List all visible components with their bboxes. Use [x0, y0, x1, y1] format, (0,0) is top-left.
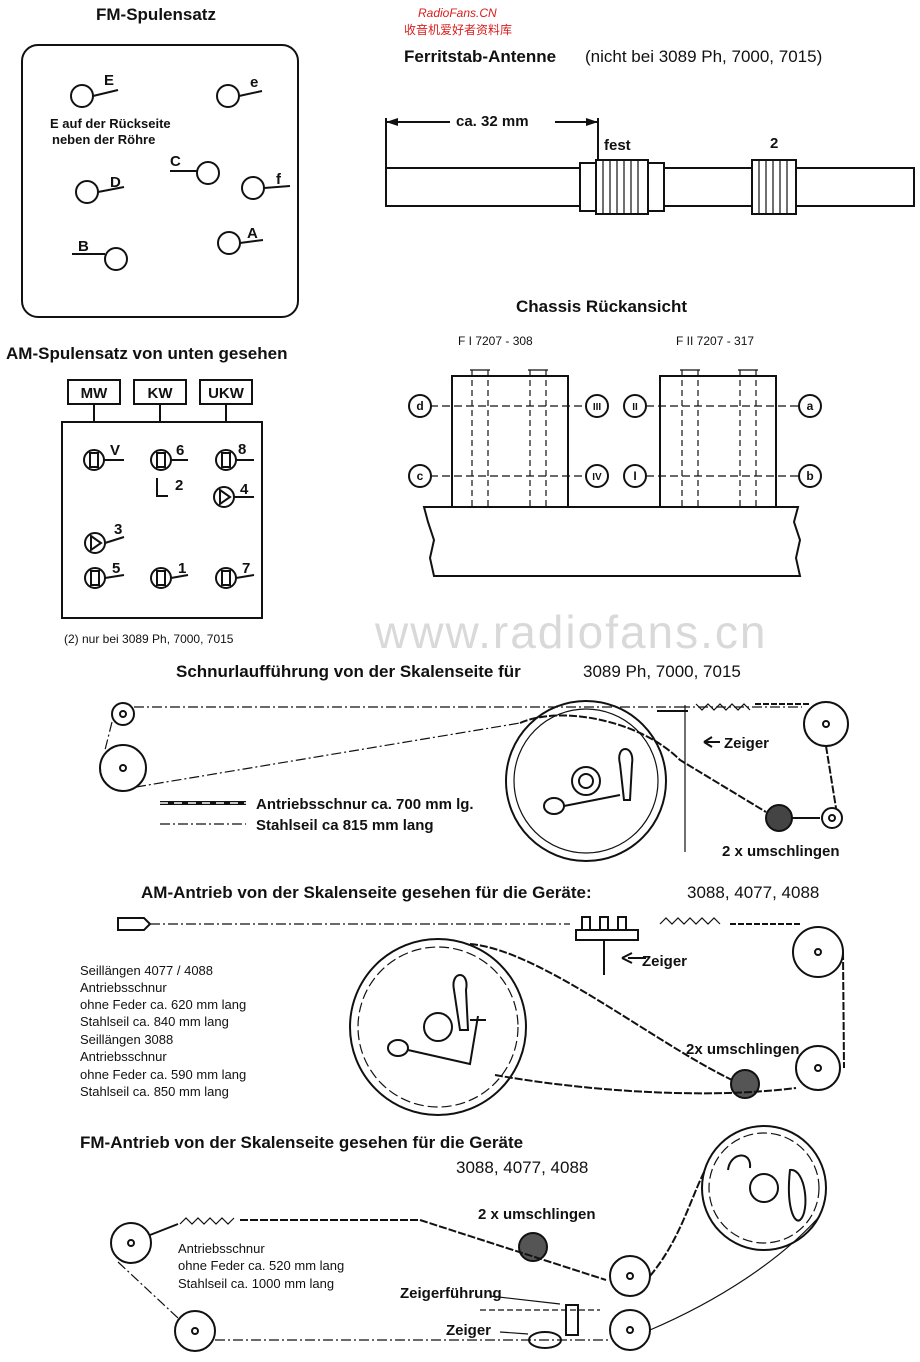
- fm-coilset: FM-Spulensatz E e C D f B A E auf der Rü…: [21, 5, 299, 318]
- cord1-models: 3089 Ph, 7000, 7015: [583, 662, 741, 681]
- watermark-chinese: 收音机爱好者资料库: [404, 22, 512, 37]
- chassis-filter1: F I 7207 - 308: [458, 334, 533, 348]
- fm-coilset-box: [21, 44, 299, 318]
- ferrite-title: Ferritstab-Antenne: [404, 47, 556, 66]
- am-drive-length-6: ohne Feder ca. 590 mm lang: [80, 1067, 246, 1082]
- ferrite-label-2: 2: [770, 135, 778, 152]
- am-num-4: 4: [240, 481, 249, 498]
- ferrite-dimension: ca. 32 mm: [456, 113, 529, 130]
- am-num-3: 3: [114, 521, 122, 538]
- fm-label-B: B: [78, 238, 89, 255]
- fm-label-A: A: [247, 225, 258, 242]
- band-KW: KW: [148, 385, 174, 402]
- fm-drive-length-1: ohne Feder ca. 520 mm lang: [178, 1258, 344, 1273]
- ferrite-label-fixed: fest: [604, 137, 631, 154]
- am-drive-length-2: ohne Feder ca. 620 mm lang: [80, 997, 246, 1012]
- fm-label-e: e: [250, 74, 258, 91]
- chassis-point-III: III: [593, 402, 602, 413]
- fm-drive-title: FM-Antrieb von der Skalenseite gesehen f…: [80, 1133, 523, 1152]
- chassis-point-IV: IV: [592, 472, 602, 483]
- chassis-point-II: II: [632, 402, 638, 413]
- ferrite-antenna: Ferritstab-Antenne (nicht bei 3089 Ph, 7…: [385, 47, 915, 215]
- fm-drive-diagram: FM-Antrieb von der Skalenseite gesehen f…: [80, 1125, 827, 1352]
- am-drive-length-0: Seillängen 4077 / 4088: [80, 963, 213, 978]
- watermark-brand: RadioFans.CN: [418, 6, 497, 20]
- fm-drive-wrap: 2 x umschlingen: [478, 1206, 596, 1223]
- am-coilset-title: AM-Spulensatz von unten gesehen: [6, 344, 287, 363]
- am-num-V: V: [110, 442, 120, 459]
- cord1-wrap: 2 x umschlingen: [722, 843, 840, 860]
- cord1-legend-steel: Stahlseil ca 815 mm lang: [256, 817, 434, 834]
- am-coilset: AM-Spulensatz von unten gesehen MW KW UK…: [6, 344, 287, 646]
- am-num-6: 6: [176, 442, 184, 459]
- chassis-point-I: I: [633, 469, 636, 483]
- fm-drive-pointer: Zeiger: [446, 1322, 491, 1339]
- am-drive-title: AM-Antrieb von der Skalenseite gesehen f…: [141, 883, 592, 902]
- fm-drive-guide: Zeigerführung: [400, 1285, 502, 1302]
- fm-coilset-title: FM-Spulensatz: [96, 5, 216, 24]
- fm-label-E: E: [104, 72, 114, 89]
- fm-label-C: C: [170, 153, 181, 170]
- band-MW: MW: [81, 385, 108, 402]
- am-num-2: 2: [175, 477, 183, 494]
- band-UKW: UKW: [208, 385, 245, 402]
- chassis-point-c: c: [417, 469, 424, 483]
- cord1-pointer: Zeiger: [724, 735, 769, 752]
- am-drive-length-5: Antriebsschnur: [80, 1049, 167, 1064]
- chassis-point-d: d: [416, 399, 423, 413]
- cord1-title: Schnurlaufführung von der Skalenseite fü…: [176, 662, 521, 681]
- am-num-7: 7: [242, 560, 250, 577]
- cord-routing-diagram: Schnurlaufführung von der Skalenseite fü…: [99, 662, 849, 862]
- am-num-8: 8: [238, 441, 246, 458]
- am-drive-length-1: Antriebsschnur: [80, 980, 167, 995]
- am-num-1: 1: [178, 560, 186, 577]
- fm-note-line2: neben der Röhre: [52, 132, 155, 147]
- chassis-rear-view: Chassis Rückansicht F I 7207 - 308 F II …: [408, 297, 822, 577]
- am-drive-length-7: Stahlseil ca. 850 mm lang: [80, 1084, 229, 1099]
- chassis-point-a: a: [807, 399, 814, 413]
- fm-label-f: f: [276, 171, 282, 188]
- am-footnote: (2) nur bei 3089 Ph, 7000, 7015: [64, 632, 234, 646]
- am-drive-pointer: Zeiger: [642, 953, 687, 970]
- fm-label-D: D: [110, 174, 121, 191]
- ferrite-note: (nicht bei 3089 Ph, 7000, 7015): [585, 47, 822, 66]
- am-num-5: 5: [112, 560, 120, 577]
- fm-drive-length-0: Antriebsschnur: [178, 1241, 265, 1256]
- chassis-title: Chassis Rückansicht: [516, 297, 687, 316]
- am-drive-length-4: Seillängen 3088: [80, 1032, 173, 1047]
- chassis-filter2: F II 7207 - 317: [676, 334, 754, 348]
- fm-drive-models: 3088, 4077, 4088: [456, 1158, 588, 1177]
- am-drive-wrap: 2x umschlingen: [686, 1041, 799, 1058]
- fm-note-line1: E auf der Rückseite: [50, 116, 171, 131]
- am-drive-models: 3088, 4077, 4088: [687, 883, 819, 902]
- fm-drive-length-2: Stahlseil ca. 1000 mm lang: [178, 1276, 334, 1291]
- chassis-point-b: b: [806, 469, 813, 483]
- cord1-legend-drive: Antriebsschnur ca. 700 mm lg.: [256, 796, 474, 813]
- am-drive-length-3: Stahlseil ca. 840 mm lang: [80, 1014, 229, 1029]
- watermark-url: www.radiofans.cn: [374, 606, 768, 658]
- am-drive-diagram: AM-Antrieb von der Skalenseite gesehen f…: [80, 883, 845, 1116]
